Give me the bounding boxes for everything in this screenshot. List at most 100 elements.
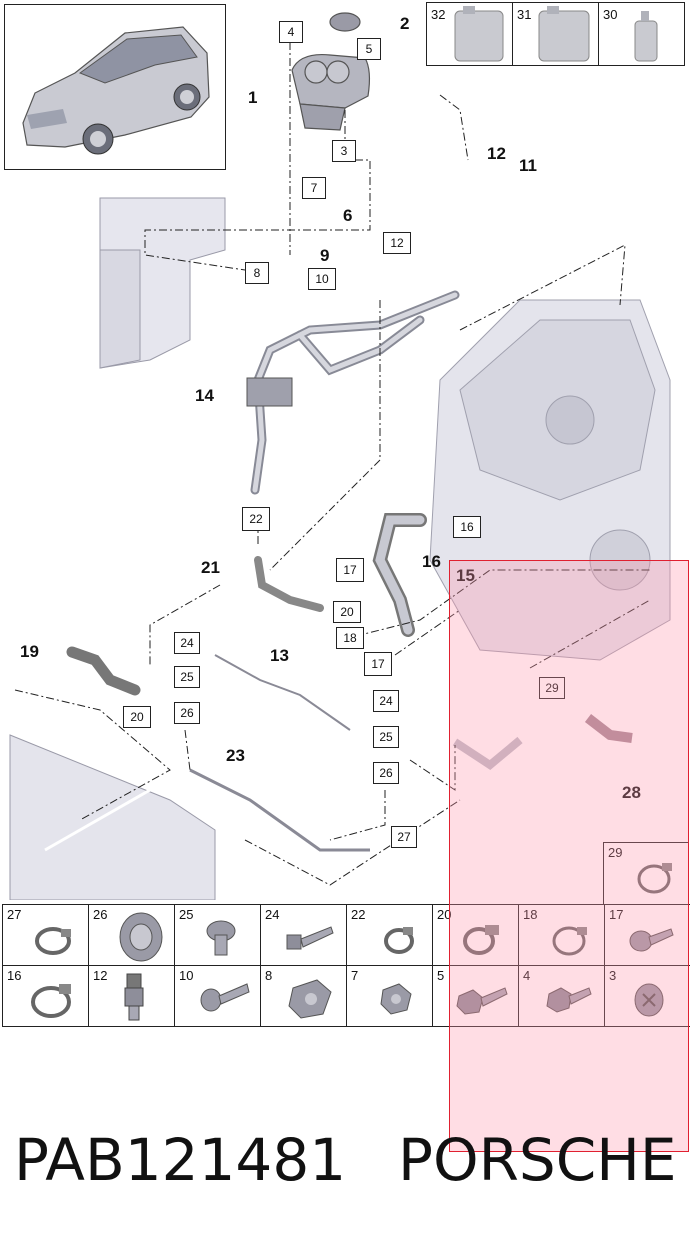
callout-box-5: 5 [357,38,381,60]
kit-cell-31: 31 [512,3,598,65]
callout-box-27: 27 [391,826,417,848]
callout-box-17: 17 [336,558,364,582]
callout-19: 19 [20,642,39,661]
callout-16: 16 [422,552,441,571]
bolt-icon [546,987,592,1013]
callout-13: 13 [270,646,289,665]
callout-box-25: 25 [373,726,399,748]
part-cell-22: 22 [347,905,433,966]
callout-21: 21 [201,558,220,577]
kit-label: 31 [517,7,532,22]
vehicle-thumbnail-panel [4,4,226,170]
part-cell-3: 3 [605,966,690,1027]
callout-1: 1 [248,88,258,107]
callout-box-25: 25 [174,666,200,688]
callout-box-4: 4 [279,21,303,43]
lower-hose [375,515,425,635]
callout-box-17: 17 [364,652,392,676]
part-label: 20 [437,907,452,922]
part-cell-24: 24 [261,905,347,966]
hose-28 [584,714,633,743]
highlight-region [449,560,689,1152]
callout-11: 11 [519,156,537,175]
wire-harness [214,654,351,731]
part-label: 26 [93,907,108,922]
callout-box-20: 20 [123,706,151,728]
part-label: 22 [351,907,366,922]
part-label: 3 [609,968,617,983]
callout-9: 9 [320,246,330,265]
support-frame [99,197,226,369]
part-cell-20: 20 [433,905,519,966]
fluids-kit-panel: 32 31 30 [426,2,685,66]
part-label: 12 [93,968,108,983]
exploded-diagram [9,12,671,900]
callout-box-24: 24 [174,632,200,654]
hose-clamp-icon [384,927,414,954]
callout-box-12: 12 [383,232,411,254]
hose-clamp-icon [31,984,71,1018]
part-cell-25: 25 [175,905,261,966]
part-label: 24 [265,907,280,922]
kit-cell-32: 32 [426,3,512,65]
part-cell-26: 26 [89,905,175,966]
pipe-21 [254,556,324,612]
part-label: 25 [179,907,194,922]
container-large-icon [454,6,504,62]
callout-2: 2 [400,14,410,33]
bolt-icon [456,987,508,1015]
part-cell-5: 5 [433,966,519,1027]
vehicle-illustration [22,26,210,155]
callout-12: 12 [487,144,506,163]
container-large-icon [538,6,590,62]
part-cell-10: 10 [175,966,261,1027]
part-cell-17: 17 [605,905,690,966]
screw-icon [629,928,674,952]
expansion-tank [291,12,371,131]
radiator [9,734,216,900]
callout-box-8: 8 [245,262,269,284]
coolant-hose-assembly [252,292,458,493]
bolt-icon [200,983,250,1012]
nut-icon [288,979,332,1019]
callout-box-29: 29 [539,677,565,699]
parts-table: 27 26 25 24 22 20 18 17 16 12 10 [2,904,690,1027]
callout-box-10: 10 [308,268,336,290]
callout-box-16: 16 [453,516,481,538]
callout-28: 28 [622,783,641,802]
hose-clamp-icon [552,926,587,956]
part-cell-4: 4 [519,966,605,1027]
hose-27 [452,736,523,770]
part-label: 7 [351,968,359,983]
part-label: 29 [608,845,623,860]
part-label: 27 [7,907,22,922]
kit-label: 32 [431,7,446,22]
callout-box-26: 26 [373,762,399,784]
hose-clamp-icon [463,925,499,955]
callout-box-22: 22 [242,507,270,531]
part-label: 5 [437,968,445,983]
part-label: 10 [179,968,194,983]
kit-label: 30 [603,7,618,22]
bolt-icon [286,926,334,950]
part-cell-7: 7 [347,966,433,1027]
part-cell-18: 18 [519,905,605,966]
callout-6: 6 [343,206,353,225]
part-number: PAB121481 [14,1126,347,1194]
screw-icon [634,983,664,1017]
rivet-nut-icon [206,920,236,956]
callout-box-18: 18 [336,627,364,649]
callout-box-20: 20 [333,601,361,623]
hose-clamp-icon [637,863,672,894]
part-label: 16 [7,968,22,983]
pipe-23 [189,768,370,852]
nut-icon [380,983,412,1015]
kit-cell-30: 30 [598,3,684,65]
part-cell-16: 16 [3,966,89,1027]
part-label: 17 [609,907,624,922]
hose-clamp-icon [35,927,71,955]
part-label: 8 [265,968,273,983]
hose-19 [66,646,141,696]
part-cell-27: 27 [3,905,89,966]
bottle-small-icon [634,11,658,62]
